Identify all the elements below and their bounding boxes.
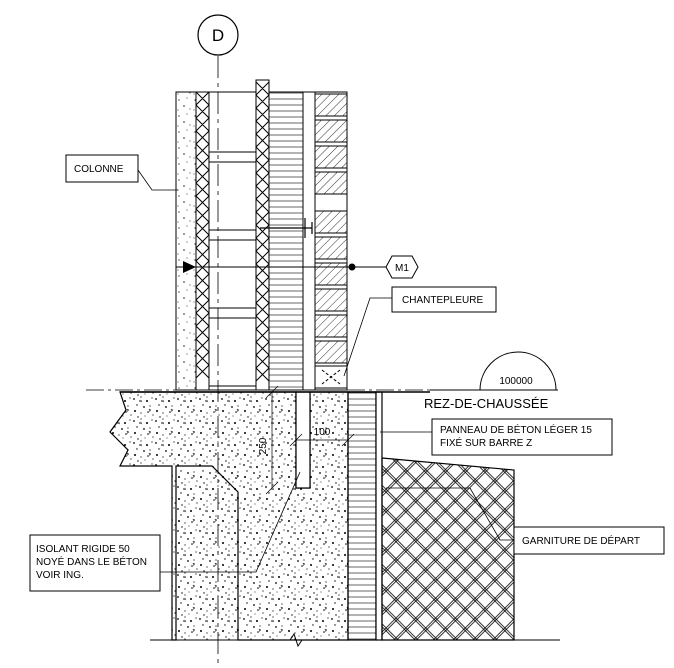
marker-label: M1 — [395, 263, 409, 274]
grid-label: D — [212, 26, 224, 45]
insulation-right-pattern — [255, 81, 270, 382]
section-marker: M1 — [176, 255, 419, 279]
callout-chantepleure-text: CHANTEPLEURE — [402, 295, 483, 306]
callout-garniture-text: GARNITURE DE DÉPART — [522, 534, 640, 547]
brick-tie — [260, 218, 313, 238]
dimension-width-value: 100 — [314, 427, 331, 438]
break-symbol — [289, 632, 303, 648]
callout-isolant-line2: NOYÉ DANS LE BÉTON — [36, 555, 147, 568]
foundation — [109, 391, 515, 641]
air-gap — [302, 91, 316, 391]
callout-garniture: GARNITURE DE DÉPART — [386, 487, 665, 555]
insulation-left-pattern — [195, 91, 210, 379]
level-number: 100000 — [499, 376, 533, 387]
callout-colonne-text: COLONNE — [74, 164, 124, 175]
dimension-depth-value: 250 — [258, 437, 269, 454]
callout-chantepleure: CHANTEPLEURE — [343, 286, 497, 377]
concrete-panel — [347, 391, 377, 641]
grid-bubble — [197, 14, 239, 56]
brick-courses — [314, 93, 348, 364]
marker-arrow — [183, 261, 196, 273]
callout-panneau-line1: PANNEAU DE BÉTON LÉGER 15 — [440, 423, 592, 436]
column-concrete — [175, 91, 197, 391]
callout-colonne: COLONNE — [65, 154, 178, 191]
rigid-insulation — [268, 91, 304, 391]
marker-hexagon — [385, 255, 419, 279]
level-tag: 100000 REZ-DE-CHAUSSÉE — [424, 351, 558, 411]
callout-isolant: ISOLANT RIGIDE 50 NOYÉ DANS LE BÉTON VOI… — [29, 471, 301, 592]
z-bar — [375, 391, 383, 641]
dimension-depth: 250 — [258, 385, 279, 495]
level-name: REZ-DE-CHAUSSÉE — [424, 396, 549, 411]
callout-isolant-line3: VOIR ING. — [36, 570, 84, 581]
grid-line: D — [197, 14, 239, 668]
callout-panneau: PANNEAU DE BÉTON LÉGER 15 FIXÉ SUR BARRE… — [380, 418, 613, 456]
upper-wall — [175, 79, 348, 391]
callout-panneau-line2: FIXÉ SUR BARRE Z — [440, 436, 532, 449]
soil — [381, 457, 515, 641]
footing-left — [176, 470, 238, 640]
dimension-width: 100 — [289, 427, 355, 447]
callout-isolant-line1: ISOLANT RIGIDE 50 — [36, 544, 130, 555]
